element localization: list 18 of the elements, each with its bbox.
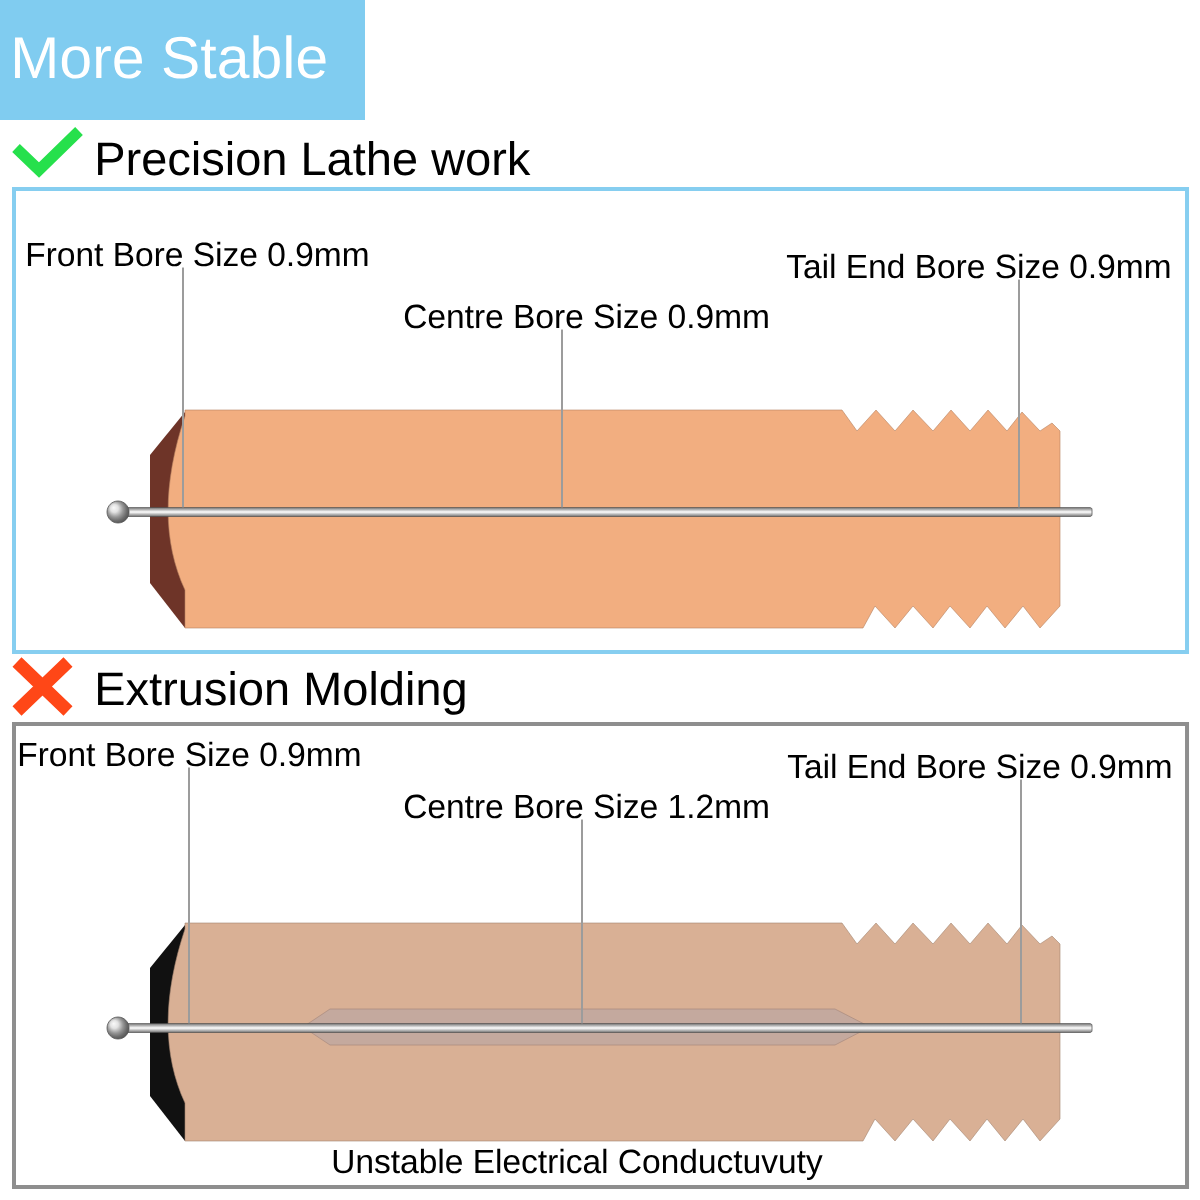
heading: Extrusion Molding bbox=[98, 670, 465, 715]
wire bbox=[106, 1016, 1093, 1040]
leader-line bbox=[1018, 278, 1020, 509]
callout-label: Centre Bore Size 1.2mm bbox=[404, 793, 768, 819]
heading: Precision Lathe work bbox=[98, 140, 531, 176]
leader-line bbox=[1020, 778, 1022, 1025]
leader-line bbox=[188, 766, 190, 1025]
callout-label: Tail End Bore Size 0.9mm bbox=[786, 253, 1170, 279]
note-text: Unstable Electrical Conductuvuty bbox=[333, 1148, 823, 1180]
callout-label: Front Bore Size 0.9mm bbox=[27, 241, 368, 267]
leader-line bbox=[182, 266, 184, 509]
title-banner: More Stable bbox=[0, 0, 365, 120]
wire bbox=[106, 500, 1093, 524]
callout-label: Front Bore Size 0.9mm bbox=[19, 741, 360, 767]
leader-line bbox=[581, 818, 583, 1025]
callout-label: Centre Bore Size 0.9mm bbox=[404, 303, 768, 329]
callout-label: Tail End Bore Size 0.9mm bbox=[787, 753, 1171, 779]
leader-line bbox=[561, 328, 563, 509]
